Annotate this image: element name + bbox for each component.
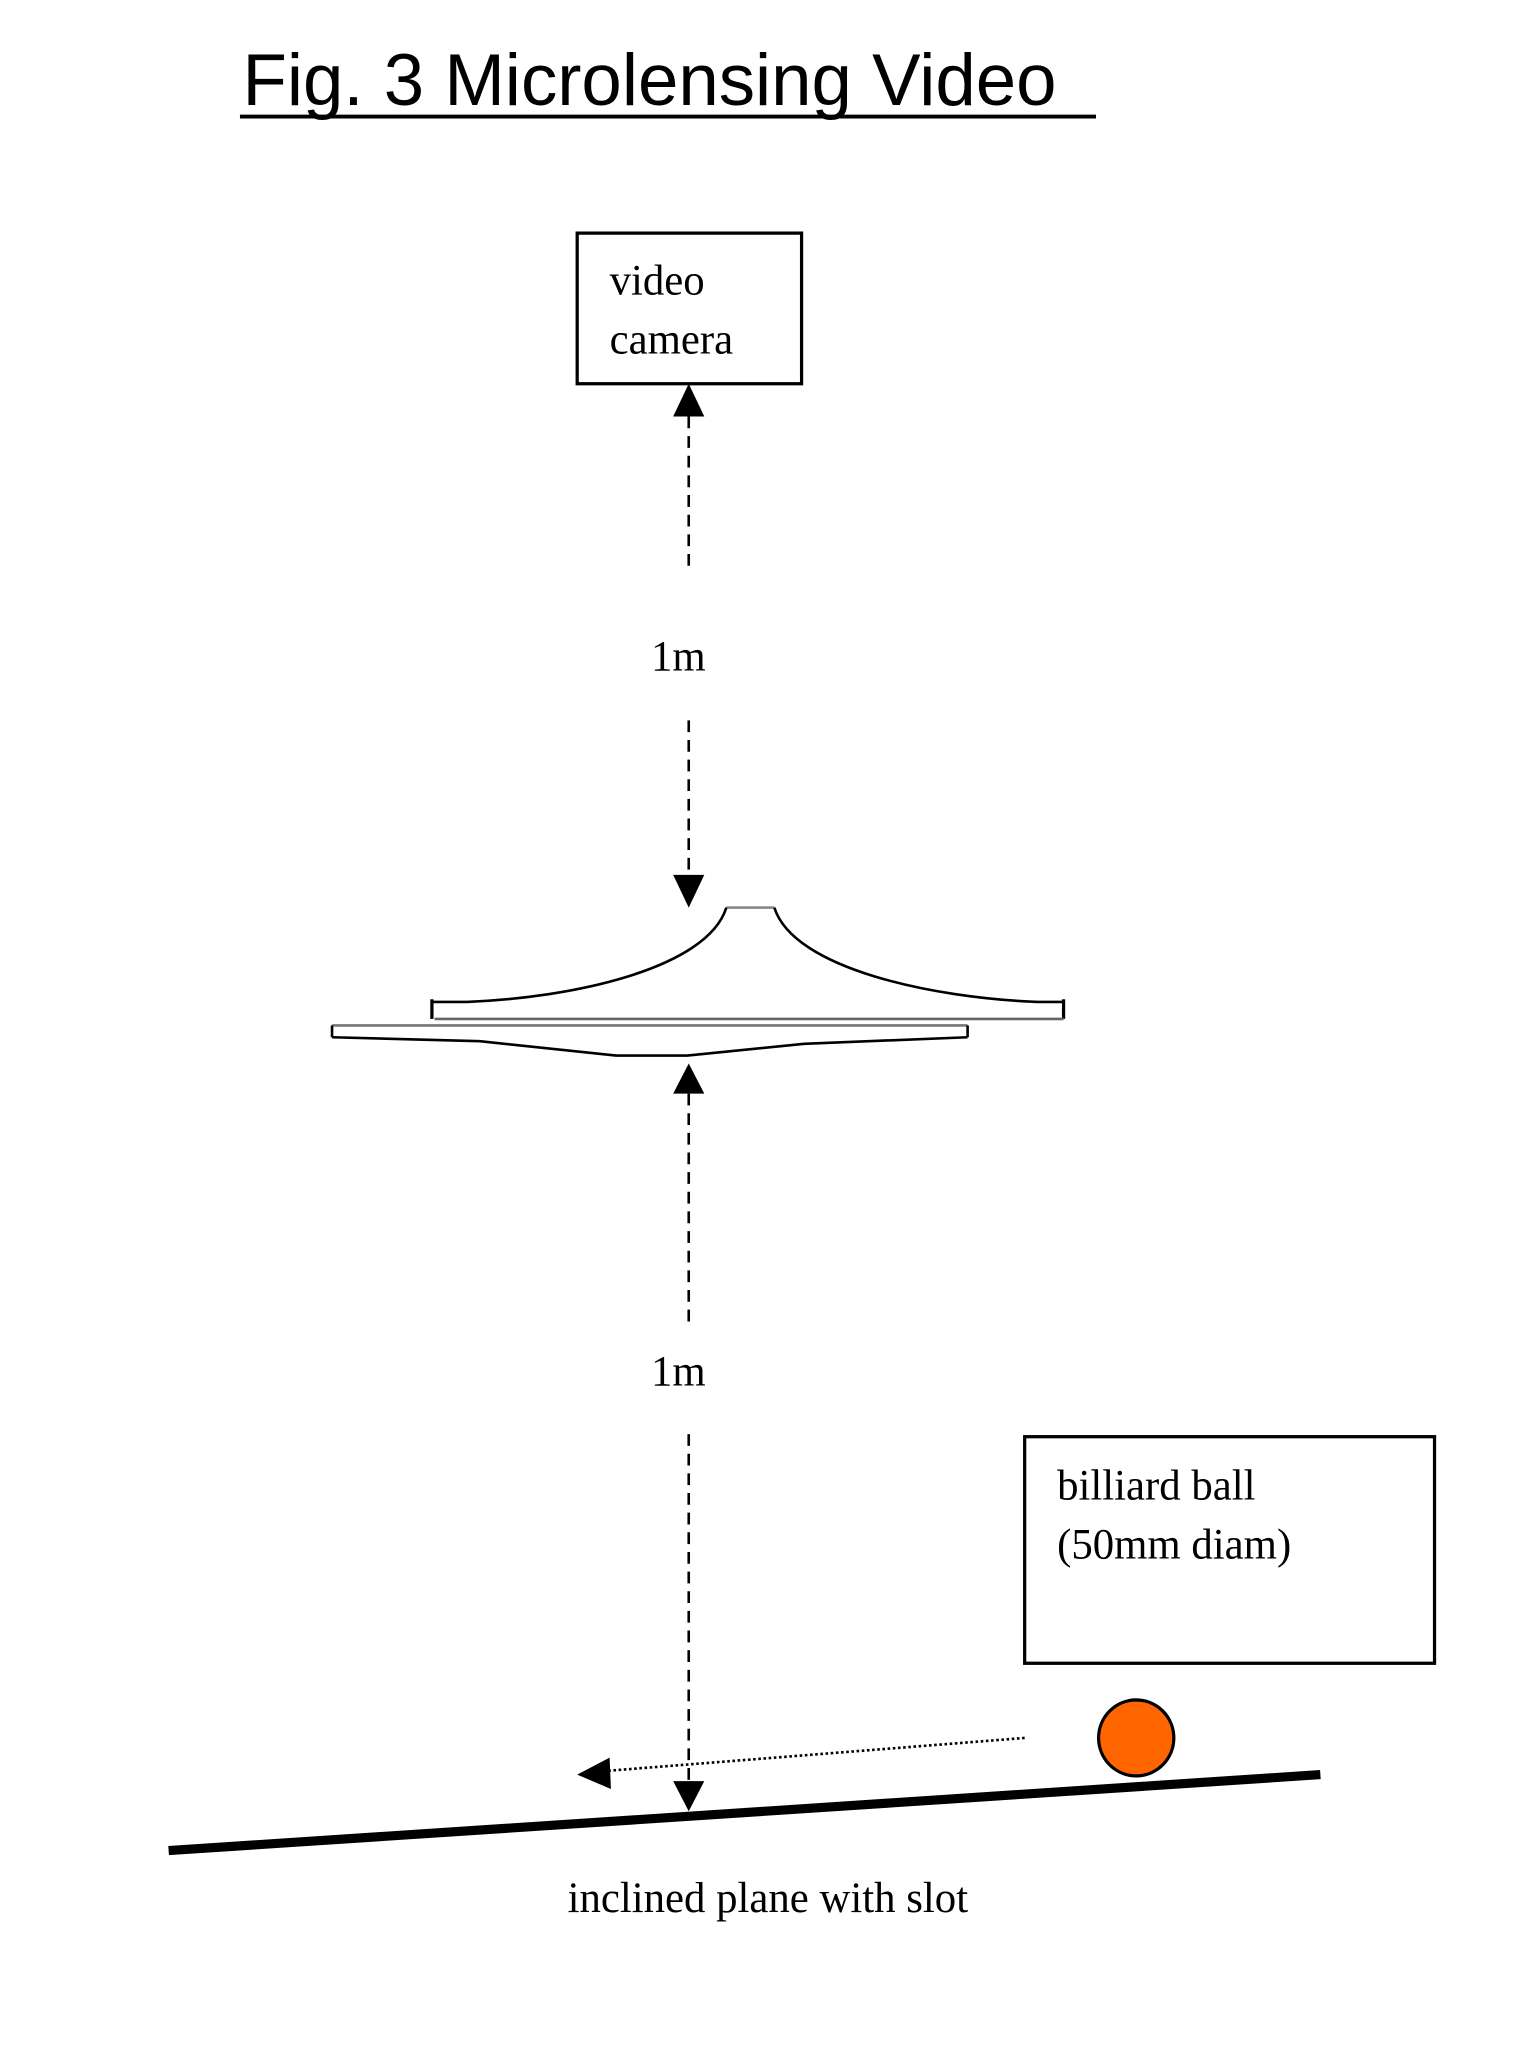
distance-label-top: 1m <box>651 633 706 680</box>
arrow-down-to-plane-icon <box>673 1781 705 1812</box>
figure-title: Fig. 3 Microlensing Video <box>243 39 1057 120</box>
camera-label-line2: camera <box>610 316 734 363</box>
camera-label-line1: video <box>610 257 705 304</box>
inclined-plane <box>168 1770 1321 1856</box>
ball-direction-arrow-icon <box>577 1757 611 1789</box>
ball-label-line1: billiard ball <box>1057 1462 1256 1509</box>
plane-label: inclined plane with slot <box>568 1875 969 1922</box>
video-camera-box <box>575 231 804 386</box>
ball-path-dotted-line <box>609 1736 1025 1772</box>
distance-label-bottom: 1m <box>651 1348 706 1395</box>
ball-label-line2: (50mm diam) <box>1057 1521 1291 1568</box>
billiard-ball <box>1096 1698 1176 1778</box>
arrow-down-to-lens-icon <box>673 874 705 908</box>
billiard-ball-box <box>1023 1435 1437 1665</box>
arrow-up-to-lens-icon <box>673 1063 705 1094</box>
gravitational-lens <box>330 906 1066 1057</box>
arrow-up-to-camera-icon <box>673 383 705 417</box>
